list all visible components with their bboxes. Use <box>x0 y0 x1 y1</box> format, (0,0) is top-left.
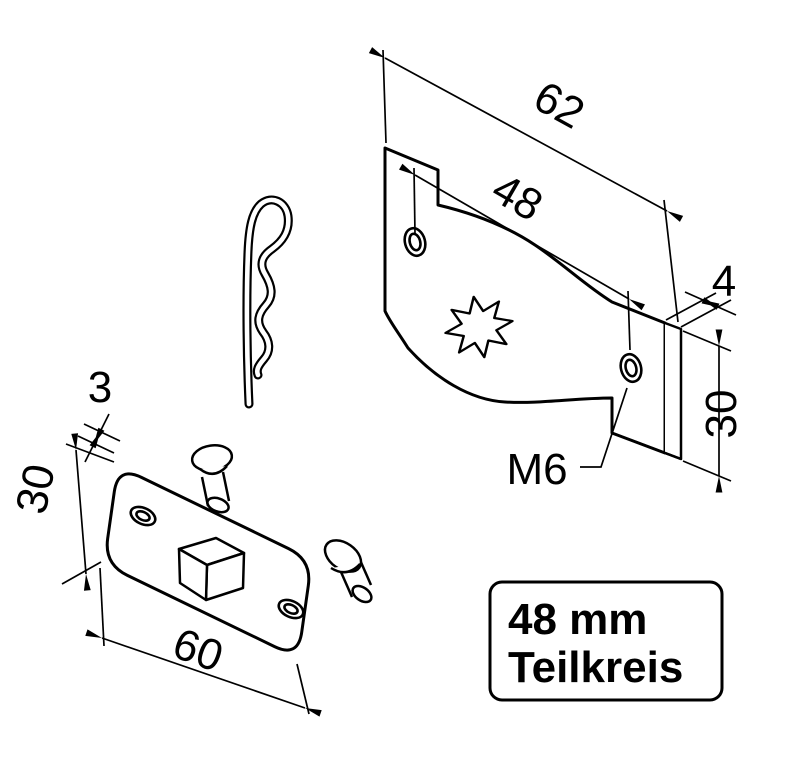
dim-3-label: 3 <box>88 363 112 412</box>
dim-60-label: 60 <box>167 619 230 682</box>
ext-60-left <box>99 567 105 647</box>
note-line1: 48 mm <box>508 595 647 644</box>
ext-62-right <box>663 199 679 323</box>
arrow-4-b <box>701 297 737 316</box>
leader-m6 <box>580 387 628 468</box>
ext-62-left <box>382 49 387 144</box>
dimension-lines <box>61 47 737 717</box>
arrow-4-a <box>684 291 720 310</box>
ext-4-a <box>665 292 717 321</box>
note-box-frame <box>488 580 724 702</box>
dimline-48 <box>399 163 645 311</box>
rivet-top <box>190 444 234 514</box>
ext-30l-bottom <box>61 561 102 585</box>
thread-m6-label: M6 <box>506 445 567 494</box>
dimline-60 <box>85 629 322 717</box>
dim-30-bracket-label: 30 <box>697 390 746 439</box>
ext-30l-top <box>65 443 115 463</box>
square-boss <box>177 536 246 602</box>
rivet-loose <box>323 539 373 604</box>
dim-30-plate-label: 30 <box>7 460 65 518</box>
ext-48-left <box>413 167 416 235</box>
plate-hole-left <box>129 505 157 527</box>
note-box: 48 mm Teilkreis <box>488 580 724 702</box>
note-line2: Teilkreis <box>508 643 683 692</box>
bracket-hole-right <box>619 352 643 384</box>
dim-4-label: 4 <box>712 257 736 306</box>
bracket-thickness-edge <box>664 321 683 461</box>
cotter-pin <box>242 195 293 409</box>
ext-4-b <box>680 299 732 328</box>
plate-hole-right <box>277 598 305 620</box>
bracket-bottom-edge <box>611 431 682 461</box>
dimline-30l <box>71 433 91 591</box>
arrow-3-a <box>89 413 110 449</box>
plate-part <box>105 444 373 652</box>
dim-62-label: 62 <box>526 72 593 139</box>
ext-30r-bottom <box>682 460 732 482</box>
ext-30r-top <box>682 330 732 352</box>
